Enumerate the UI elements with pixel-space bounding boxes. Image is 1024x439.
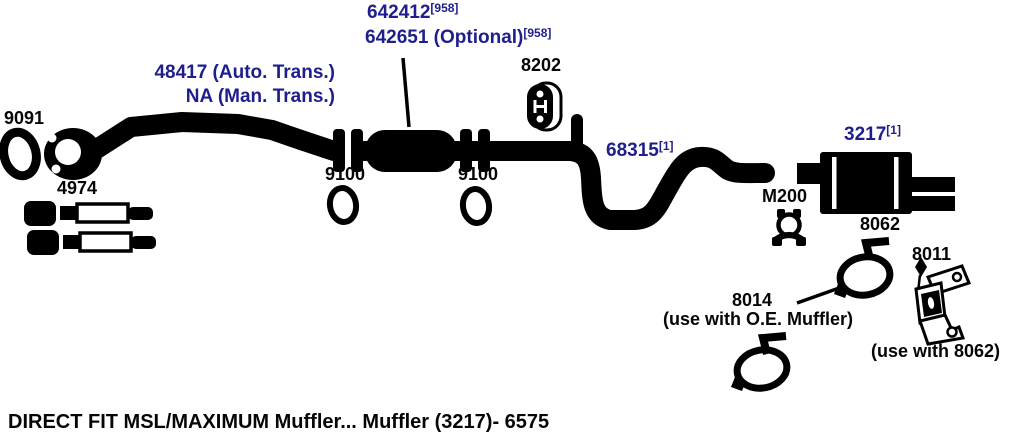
label-8202: 8202 [521, 55, 562, 75]
label-na-man-trans: NA (Man. Trans.) [185, 85, 335, 107]
label-642651-sup: [958] [523, 26, 552, 40]
label-68315-sup: [1] [658, 139, 674, 153]
label-642412: 642412[958] [367, 1, 459, 23]
gasket-9091-icon [0, 127, 41, 181]
label-9100-right: 9100 [458, 164, 499, 184]
label-642412-text: 642412 [367, 2, 431, 23]
caption-text: DIRECT FIT MSL/MAXIMUM Muffler... Muffle… [8, 411, 550, 433]
label-m200: M200 [762, 186, 808, 206]
label-9100-left: 9100 [325, 164, 366, 184]
label-68315: 68315[1] [606, 139, 674, 161]
label-4974: 4974 [57, 178, 98, 198]
label-3217: 3217[1] [844, 123, 901, 145]
hanger-8202-icon [527, 81, 563, 132]
intermediate-pipe [560, 114, 775, 230]
label-642651: 642651 (Optional)[958] [365, 26, 552, 48]
muffler-3217 [797, 152, 955, 214]
bolt-kit-4974-icon [24, 201, 156, 255]
clamp-m200-icon [772, 209, 806, 246]
label-642651-text: 642651 (Optional) [365, 27, 524, 48]
label-48417: 48417 (Auto. Trans.) [154, 62, 335, 83]
resonator-leader-line [401, 57, 411, 128]
hanger-8014-leader-line [796, 285, 843, 305]
label-3217-text: 3217 [844, 124, 887, 145]
gasket-9100-right-icon [459, 186, 493, 226]
bracket-8011-icon [914, 257, 972, 346]
label-9091: 9091 [4, 108, 45, 128]
resonator-pipe [333, 129, 576, 172]
label-8011-note: (use with 8062) [871, 341, 1001, 361]
label-68315-text: 68315 [606, 140, 659, 161]
label-8014: 8014 [732, 290, 773, 310]
gasket-9100-left-icon [326, 185, 360, 225]
label-48417-block: 48417 (Auto. Trans.) NA (Man. Trans.) [139, 63, 335, 107]
hanger-8014-icon [731, 332, 791, 392]
label-8014-note: (use with O.E. Muffler) [663, 309, 854, 329]
hanger-8062-icon [834, 237, 894, 299]
label-8011: 8011 [912, 244, 952, 264]
label-8062: 8062 [860, 214, 901, 234]
label-642412-sup: [958] [430, 1, 459, 15]
label-3217-sup: [1] [886, 123, 901, 137]
front-pipe [44, 112, 344, 180]
